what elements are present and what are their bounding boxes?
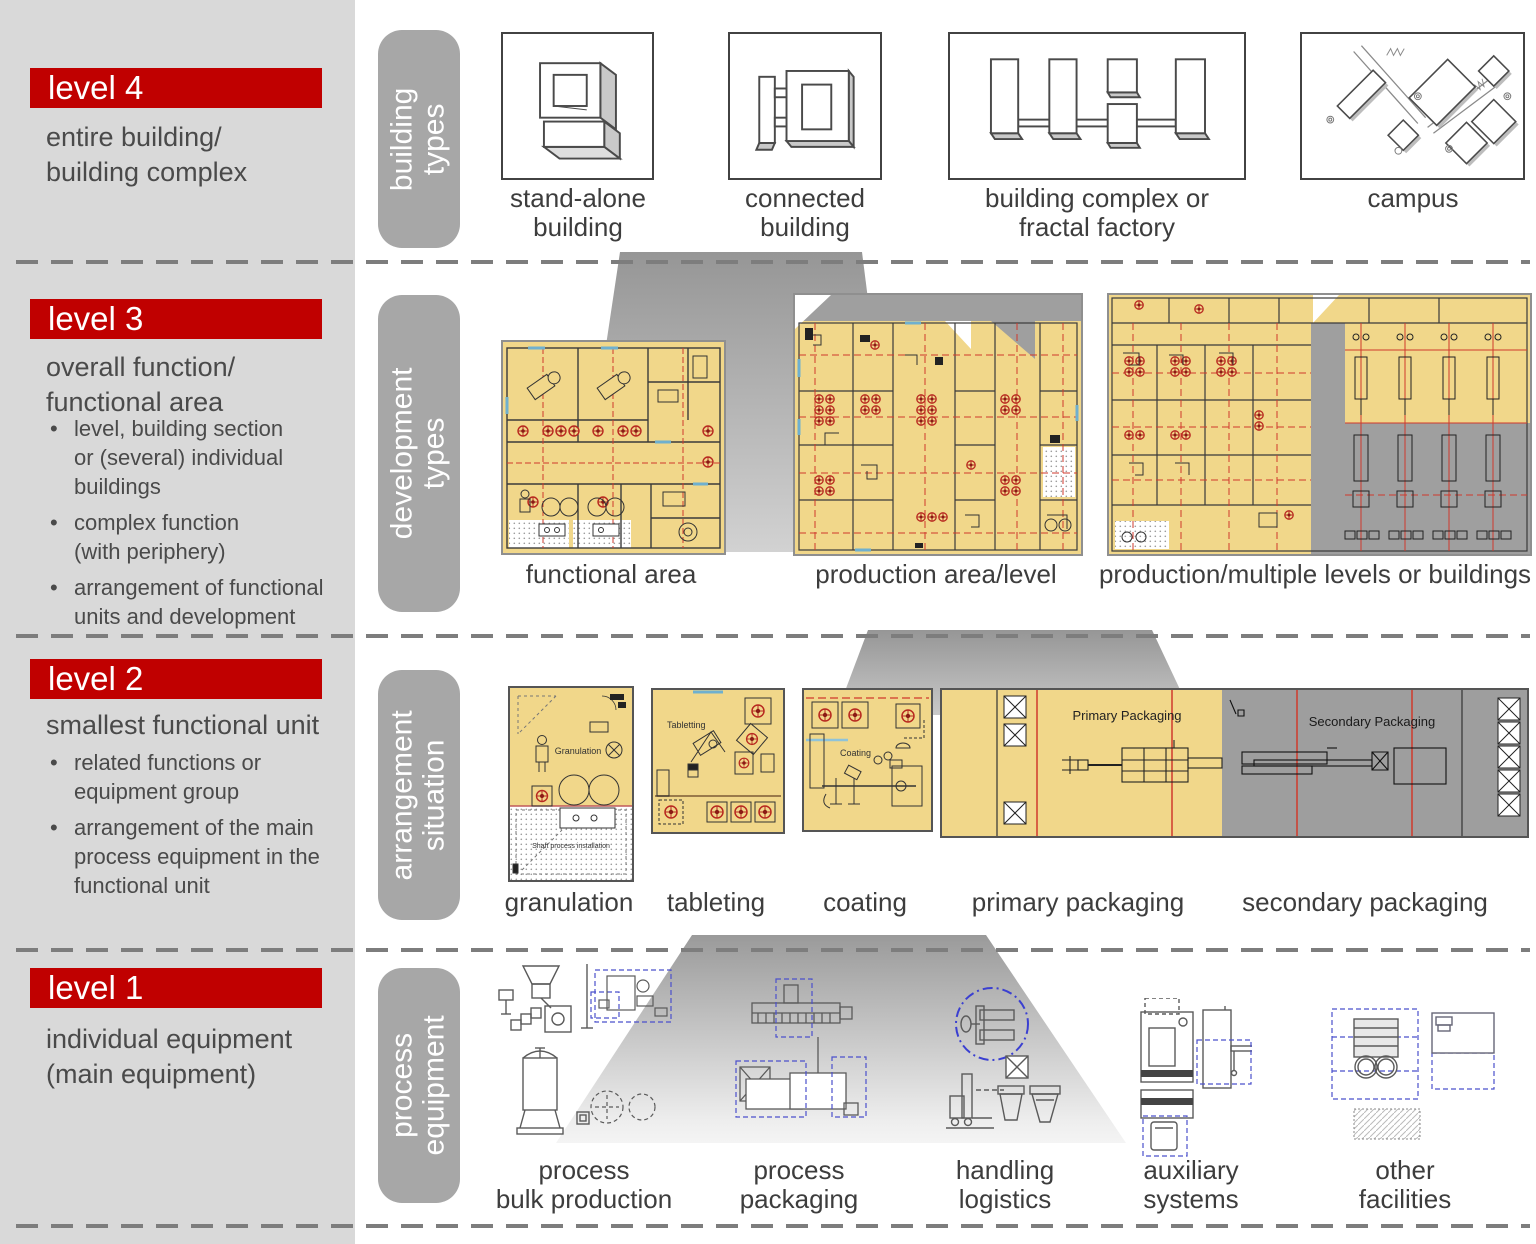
equipment-auxiliary-systems: [1140, 998, 1252, 1157]
secondary-packaging-label: Secondary Packaging: [1309, 714, 1435, 729]
plan-functional-area: [501, 340, 726, 555]
caption-production-multiple: production/multiple levels or buildings: [1098, 559, 1532, 589]
category-pill-arrangement-situation: arrangement situation: [378, 670, 460, 920]
coating-room-label: Coating: [840, 748, 871, 758]
plan-production-area: [793, 293, 1083, 556]
caption-building-complex: building complex or fractal factory: [984, 183, 1210, 243]
primary-line-equipment: [1062, 740, 1223, 783]
equipment-process-packaging: [735, 978, 867, 1118]
campus-icon: [1300, 32, 1525, 180]
caption-secondary-packaging: secondary packaging: [1242, 887, 1488, 917]
caption-tableting: tableting: [666, 887, 766, 917]
level-1-label: level 1: [48, 969, 144, 1006]
caption-coating: coating: [823, 887, 907, 917]
category-pill-process-equipment: process equipment: [378, 968, 460, 1203]
auxiliary-dashed-outline: [1142, 1039, 1252, 1157]
sidebar: [0, 0, 355, 1244]
secondary-line-equipment: [1229, 699, 1447, 785]
packaging-lines: [1344, 333, 1512, 540]
bullet-item: •level, building section or (several) in…: [50, 414, 324, 501]
bullet-item: •complex function (with periphery): [50, 508, 324, 566]
campus-buildings: [1326, 54, 1519, 167]
level-1-bar: level 1: [30, 968, 322, 1008]
equipment-other-facilities: [1331, 1008, 1495, 1140]
x-boxes: [1003, 695, 1521, 825]
bullet-item: •arrangement of the main process equipme…: [50, 813, 320, 900]
caption-campus: campus: [1367, 183, 1459, 213]
level-4-bar: level 4: [30, 68, 322, 108]
connected-building-icon: [728, 32, 882, 180]
equipment-process-bulk-production: [498, 964, 672, 1135]
bullet-dot: •: [50, 575, 58, 601]
caption-production-area: production area/level: [815, 559, 1057, 589]
bullet-item: •related functions or equipment group: [50, 748, 320, 806]
plan-tableting: Tabletting: [651, 688, 785, 834]
tableting-room-label: Tabletting: [667, 720, 706, 730]
granulation-room-label: Granulation: [555, 746, 602, 756]
plan-packaging: Primary Packaging Secondary Packaging: [940, 688, 1529, 838]
separator-line: [16, 948, 1530, 952]
caption-process-bulk-production: process bulk production: [495, 1155, 673, 1215]
caption-primary-packaging: primary packaging: [971, 887, 1185, 917]
caption-handling-logistics: handling logistics: [955, 1155, 1055, 1215]
bullet-dot: •: [50, 815, 58, 841]
bullet-dot: •: [50, 750, 58, 775]
category-pill-building-types: building types: [378, 30, 460, 248]
caption-auxiliary-systems: auxiliary systems: [1143, 1155, 1239, 1215]
bullet-dot: •: [50, 510, 58, 536]
packaging-dashed-outline: [735, 978, 867, 1118]
level-2-bullets: •related functions or equipment group •a…: [50, 748, 320, 907]
caption-granulation: granulation: [504, 887, 634, 917]
level-3-title: overall function/ functional area: [46, 352, 236, 417]
level-3-bullets: •level, building section or (several) in…: [50, 414, 324, 638]
equipment-handling-logistics: [946, 987, 1061, 1129]
other-hatched-area: [1353, 1108, 1421, 1140]
bulk-dashed-outline: [590, 969, 672, 1023]
handling-dash-circle: [955, 987, 1029, 1061]
plan-production-multiple: [1107, 293, 1532, 556]
bullet-dot: •: [50, 416, 58, 441]
primary-packaging-label: Primary Packaging: [1072, 708, 1181, 723]
level-2-label: level 2: [48, 660, 144, 697]
building-complex-icon: [948, 32, 1246, 180]
level-4-title: entire building/ building complex: [46, 122, 248, 187]
plan-coating: Coating: [802, 688, 933, 832]
separator-line: [16, 634, 1530, 638]
level-4-label: level 4: [48, 69, 144, 106]
caption-functional-area: functional area: [525, 559, 697, 589]
separator-line: [16, 1224, 1530, 1228]
caption-connected-building: connected building: [745, 183, 865, 243]
caption-stand-alone-building: stand-alone building: [510, 183, 646, 243]
separator-line: [16, 260, 1530, 264]
plan-granulation: Granulation Shaft process installation: [508, 686, 634, 882]
caption-other-facilities: other facilities: [1358, 1155, 1452, 1215]
level-3-bar: level 3: [30, 299, 322, 339]
level-2-title: smallest functional unit: [46, 710, 320, 740]
stand-alone-building-icon: [501, 32, 654, 180]
caption-process-packaging: process packaging: [739, 1155, 859, 1215]
category-pill-development-types: development types: [378, 295, 460, 612]
level-2-bar: level 2: [30, 659, 322, 699]
level-1-title: individual equipment (main equipment): [46, 1024, 293, 1089]
shaft-label: Shaft process installation: [532, 843, 610, 850]
bullet-item: •arrangement of functional units and dev…: [50, 573, 324, 631]
level-3-label: level 3: [48, 300, 144, 337]
